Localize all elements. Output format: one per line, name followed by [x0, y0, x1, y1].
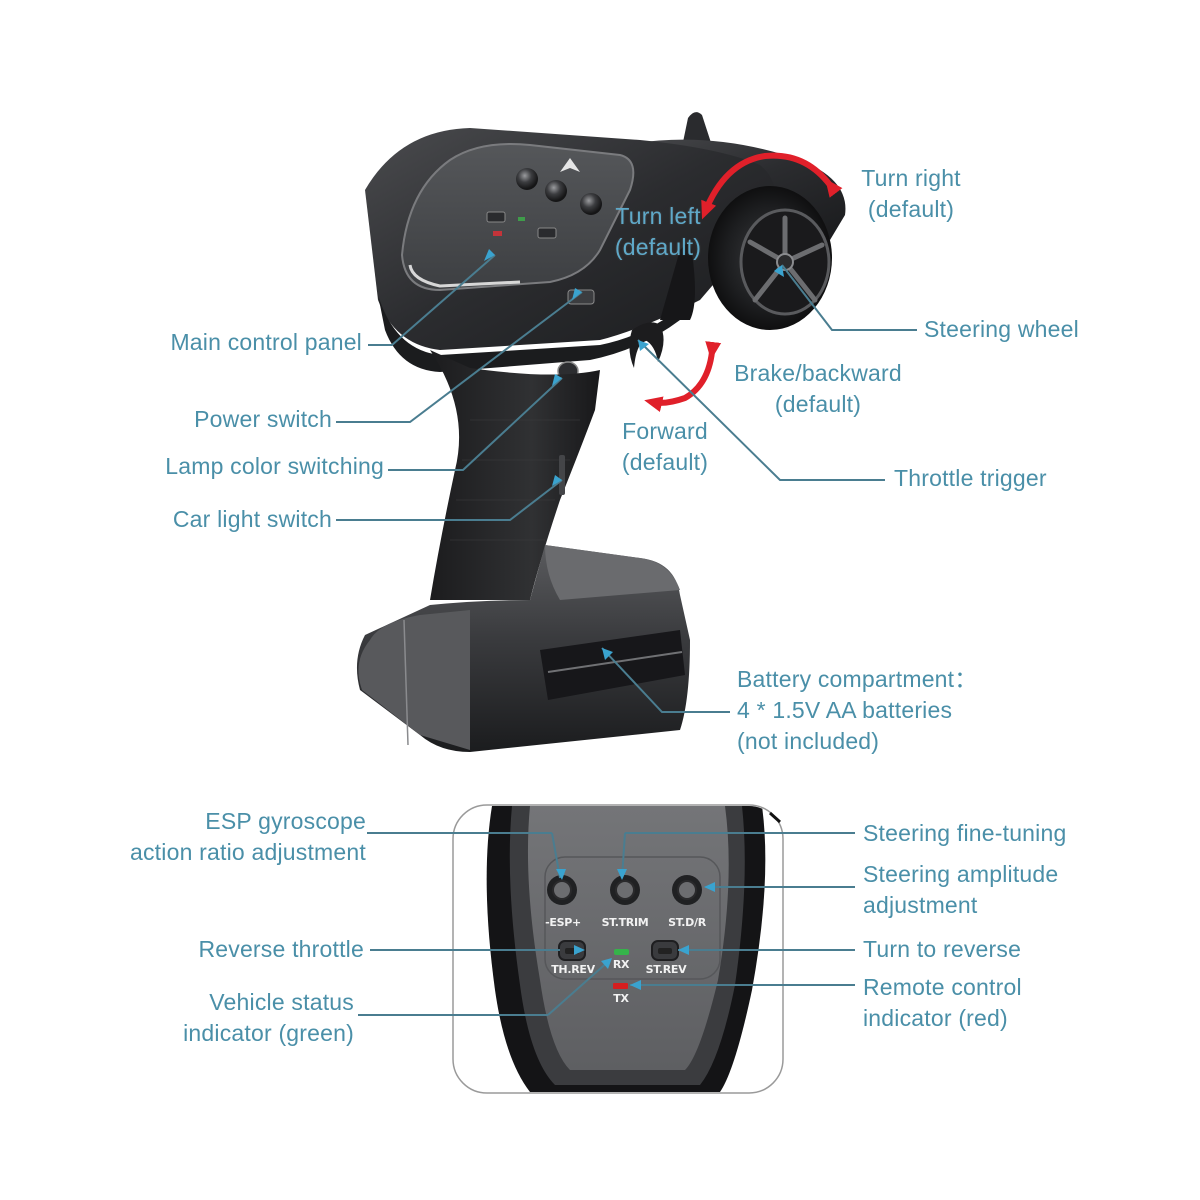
knob-label-st-dr: ST.D/R: [668, 916, 706, 929]
callout-lamp-color-switching: Lamp color switching: [165, 453, 384, 479]
callout-reverse-throttle: Reverse throttle: [198, 936, 364, 962]
callout-main-control-panel: Main control panel: [170, 329, 362, 355]
knob-label-esp: -ESP+: [545, 916, 581, 929]
callout-esp-gyroscope: ESP gyroscope action ratio adjustment: [129, 808, 366, 865]
leader-lines-bottom: [358, 832, 855, 1016]
callout-steering-amplitude: Steering amplitude adjustment: [863, 861, 1059, 918]
tx-led-red: [613, 983, 628, 989]
callout-forward: Forward (default): [621, 418, 709, 475]
callout-brake-backward: Brake/backward (default): [734, 360, 902, 417]
led-label-rx: RX: [612, 958, 630, 971]
callout-throttle-trigger: Throttle trigger: [894, 465, 1047, 491]
callout-power-switch: Power switch: [194, 406, 332, 432]
callout-turn-to-reverse: Turn to reverse: [863, 936, 1022, 962]
leader-arrowheads-top: [484, 249, 784, 660]
callout-remote-control-indicator: Remote control indicator (red): [863, 974, 1022, 1031]
callout-battery-compartment: Battery compartment： 4 * 1.5V AA batteri…: [737, 666, 978, 754]
callout-steering-wheel: Steering wheel: [924, 316, 1079, 342]
callout-steering-fine-tuning: Steering fine-tuning: [863, 820, 1067, 846]
leader-lines-top: [336, 254, 917, 713]
knob-label-st-trim: ST.TRIM: [601, 916, 649, 929]
button-label-th-rev: TH.REV: [551, 963, 595, 976]
callout-vehicle-status-indicator: Vehicle status indicator (green): [183, 989, 354, 1046]
callout-turn-right: Turn right (default): [861, 165, 961, 222]
leader-arrowheads-bottom: [556, 869, 715, 990]
rx-led-green: [614, 949, 629, 955]
callout-car-light-switch: Car light switch: [172, 506, 332, 532]
transmitter-body: [356, 112, 846, 752]
callout-turn-left: Turn left (default): [614, 203, 702, 260]
turn-direction-arrows: [701, 152, 843, 220]
led-label-tx: TX: [613, 992, 629, 1005]
throttle-direction-arrows: [644, 341, 722, 413]
button-label-st-rev: ST.REV: [645, 963, 687, 976]
